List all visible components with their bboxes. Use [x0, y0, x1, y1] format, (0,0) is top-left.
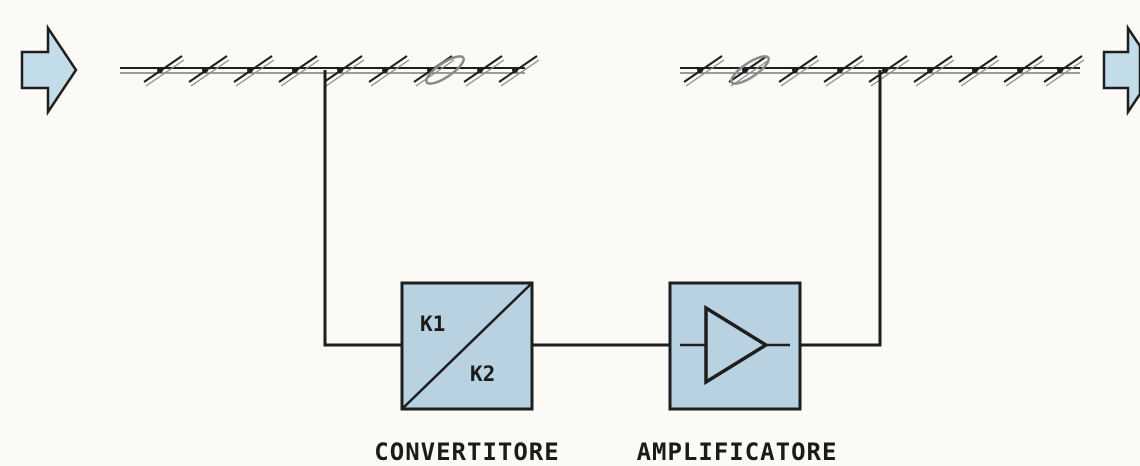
converter-caption: CONVERTITORE	[374, 438, 559, 466]
rx-antenna-element	[463, 55, 503, 83]
tx-antenna-element-clamp	[837, 67, 843, 73]
tx-antenna-element	[913, 55, 953, 83]
rx-antenna-element	[233, 55, 273, 83]
converter-label-k2: K2	[470, 362, 495, 386]
tx-antenna-element-shadow	[730, 59, 770, 87]
tx-antenna-element-shadow	[825, 59, 865, 87]
tx-antenna-element	[823, 55, 863, 83]
rx-antenna-element-shadow	[325, 59, 365, 87]
tx-antenna-element	[868, 55, 908, 83]
tx-antenna-element-clamp	[972, 67, 978, 73]
amplifier-triangle-icon	[704, 304, 770, 386]
rx-antenna-element-shadow	[415, 59, 455, 87]
tx-antenna-element-clamp	[1017, 67, 1023, 73]
output-arrow-icon	[1102, 23, 1140, 117]
rx-antenna-element-shadow	[370, 59, 410, 87]
rx-antenna-element	[323, 55, 363, 83]
tx-antenna-element	[958, 55, 998, 83]
transmit-feed-line	[800, 70, 882, 347]
rx-antenna-element	[368, 55, 408, 83]
tx-antenna-element-clamp	[927, 67, 933, 73]
rx-antenna-element-clamp	[292, 67, 298, 73]
amplifier-block	[668, 281, 802, 411]
tx-antenna-element-shadow	[960, 59, 1000, 87]
rx-antenna-element-clamp	[157, 67, 163, 73]
tx-antenna-element-clamp	[1057, 67, 1063, 73]
tx-antenna-folded-dipole	[730, 55, 770, 85]
rx-antenna-element-clamp	[247, 67, 253, 73]
rx-antenna-element	[188, 55, 228, 83]
rx-antenna-element-shadow	[145, 59, 185, 87]
tx-antenna-element-clamp	[792, 67, 798, 73]
rx-antenna-element-clamp	[337, 67, 343, 73]
rx-antenna-element-shadow	[235, 59, 275, 87]
tx-antenna-element-shadow	[685, 59, 725, 87]
rx-antenna-folded-dipole	[425, 55, 465, 85]
tx-antenna-element-shadow	[1005, 59, 1045, 87]
rx-antenna-element	[278, 55, 318, 83]
tx-antenna-element	[1003, 55, 1043, 83]
tx-antenna-element-shadow	[870, 59, 910, 87]
tx-antenna-element	[1043, 55, 1083, 83]
rx-antenna-element-shadow	[280, 59, 320, 87]
tx-antenna-element	[778, 55, 818, 83]
rx-antenna-element-shadow	[500, 59, 540, 87]
tx-antenna-element-clamp	[742, 67, 748, 73]
rx-antenna-element-clamp	[202, 67, 208, 73]
tx-antenna-element-clamp	[697, 67, 703, 73]
tx-antenna-element-clamp	[882, 67, 888, 73]
tx-antenna-element-shadow	[780, 59, 820, 87]
input-arrow-icon	[20, 23, 78, 117]
transmitting-antenna-icon	[680, 55, 1085, 87]
tx-antenna-element-shadow	[915, 59, 955, 87]
rx-antenna-element	[498, 55, 538, 83]
rx-antenna-element-clamp	[477, 67, 483, 73]
tx-antenna-element	[683, 55, 723, 83]
converter-label-k1: K1	[420, 312, 445, 336]
tx-antenna-element-shadow	[1045, 59, 1085, 87]
rx-antenna-element-clamp	[382, 67, 388, 73]
rx-antenna-element-shadow	[465, 59, 505, 87]
receiving-antenna-icon	[120, 55, 540, 87]
converter-block: K1 K2	[400, 281, 534, 411]
rx-antenna-element-shadow	[190, 59, 230, 87]
amplifier-caption: AMPLIFICATORE	[637, 438, 838, 466]
receive-feed-line	[323, 70, 402, 347]
rx-antenna-element	[143, 55, 183, 83]
converter-diagonal	[401, 282, 533, 410]
rx-antenna-element-clamp	[512, 67, 518, 73]
tx-antenna-element	[728, 55, 768, 83]
